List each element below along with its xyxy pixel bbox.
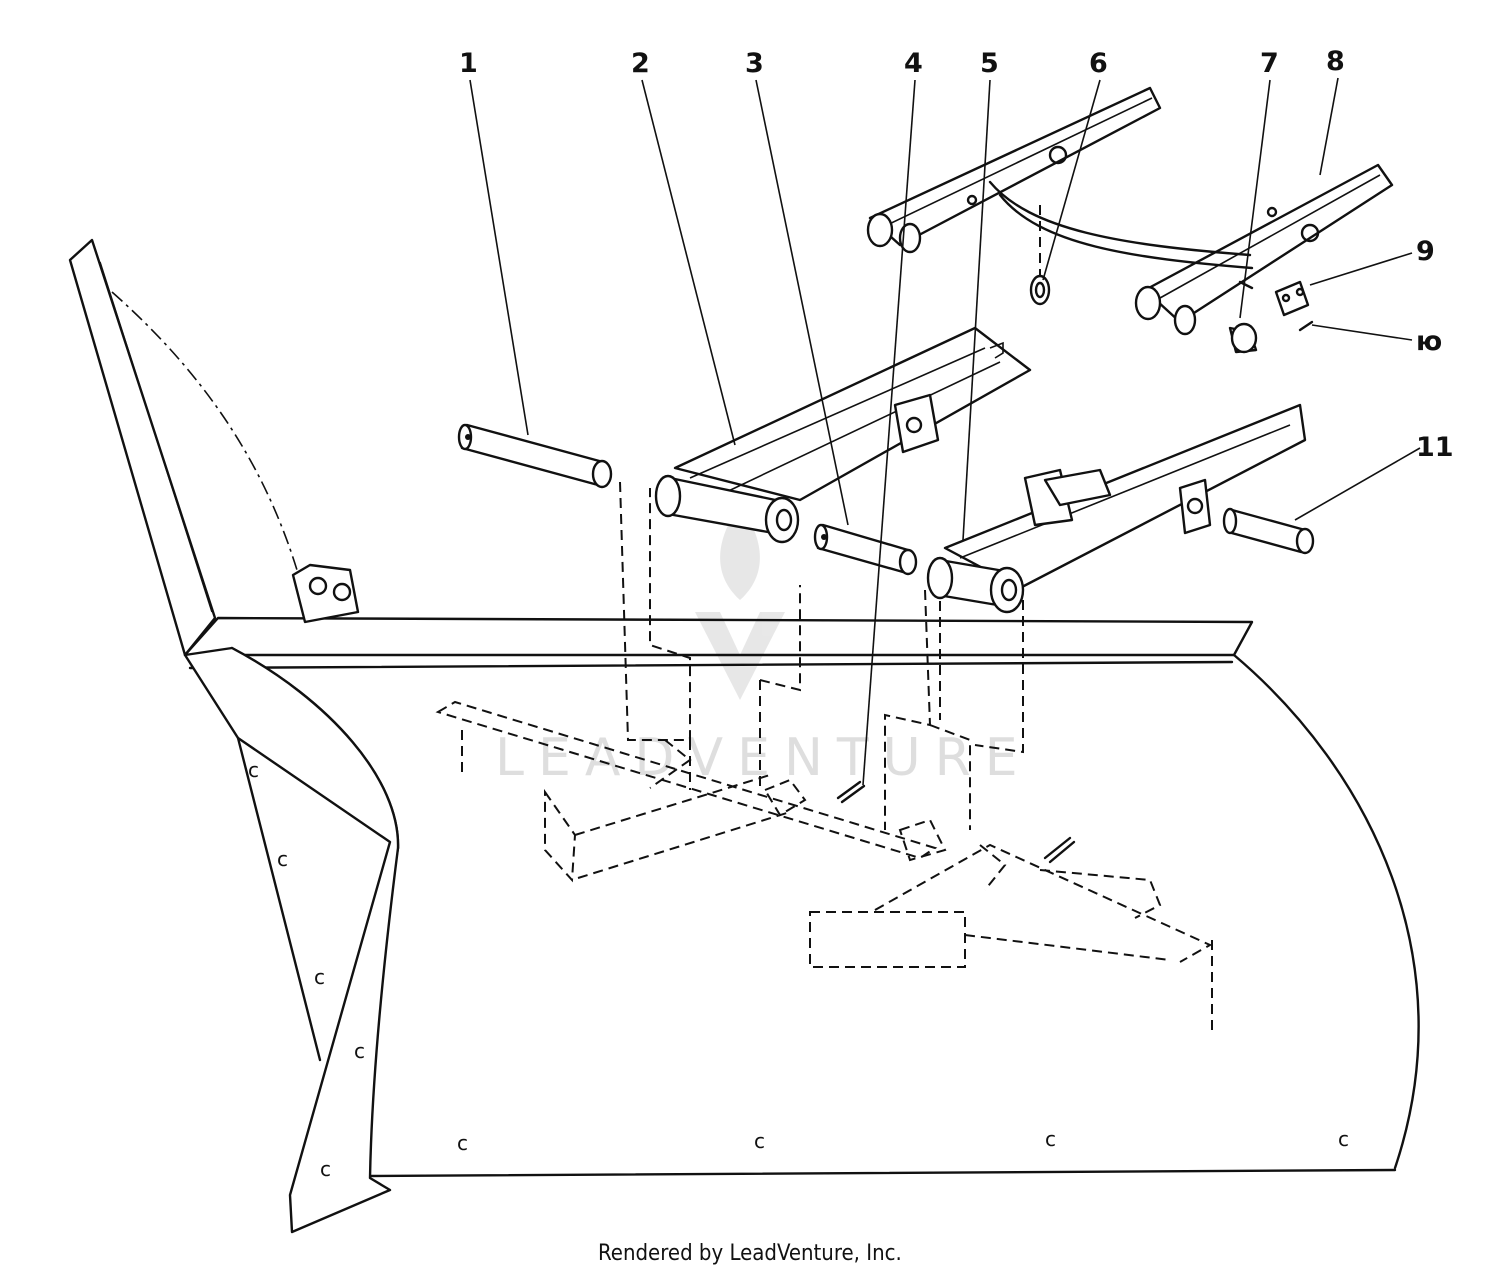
callout-10: ю — [1416, 326, 1442, 357]
svg-text:c: c — [320, 1157, 331, 1181]
plow-blade: c c c c c c c c c — [68, 238, 1420, 1234]
svg-text:c: c — [1045, 1127, 1056, 1151]
svg-text:c: c — [354, 1039, 365, 1063]
callout-4: 4 — [904, 48, 923, 79]
callout-1: 1 — [459, 48, 478, 79]
callout-11: 11 — [1416, 432, 1454, 463]
credit-text: Rendered by LeadVenture, Inc. — [598, 1241, 902, 1266]
part-9-plate — [1274, 280, 1310, 317]
svg-text:c: c — [277, 847, 288, 871]
part-1-pin — [457, 423, 613, 489]
svg-text:c: c — [248, 758, 259, 782]
watermark: LEADVENTURE — [495, 505, 1032, 788]
part-6-nut — [1029, 205, 1051, 306]
callout-2: 2 — [631, 48, 650, 79]
callout-9: 9 — [1416, 236, 1435, 267]
watermark-text: LEADVENTURE — [495, 728, 1032, 788]
callout-8: 8 — [1326, 46, 1345, 77]
svg-text:c: c — [314, 965, 325, 989]
svg-text:c: c — [754, 1129, 765, 1153]
callouts: 1 2 3 4 5 6 7 8 9 ю 11 — [459, 46, 1454, 463]
part-7-bushing — [1228, 280, 1258, 354]
hidden-mounting-frame — [435, 481, 1213, 1030]
leader-lines — [469, 77, 1421, 786]
part-4-cotter-pin — [836, 780, 866, 804]
callout-7: 7 — [1260, 48, 1279, 79]
svg-text:c: c — [1338, 1127, 1349, 1151]
callout-5: 5 — [980, 48, 999, 79]
part-5-arm — [926, 403, 1307, 614]
part-3-pin — [813, 523, 918, 576]
part-8-lift-frame — [866, 86, 1394, 336]
hitch-cotter-pin — [1043, 836, 1076, 864]
part-11-pin — [1222, 507, 1315, 555]
part-2-arm — [654, 326, 1032, 544]
part-10-cotter — [1298, 320, 1314, 332]
svg-text:c: c — [457, 1131, 468, 1155]
callout-3: 3 — [745, 48, 764, 79]
callout-6: 6 — [1089, 48, 1108, 79]
